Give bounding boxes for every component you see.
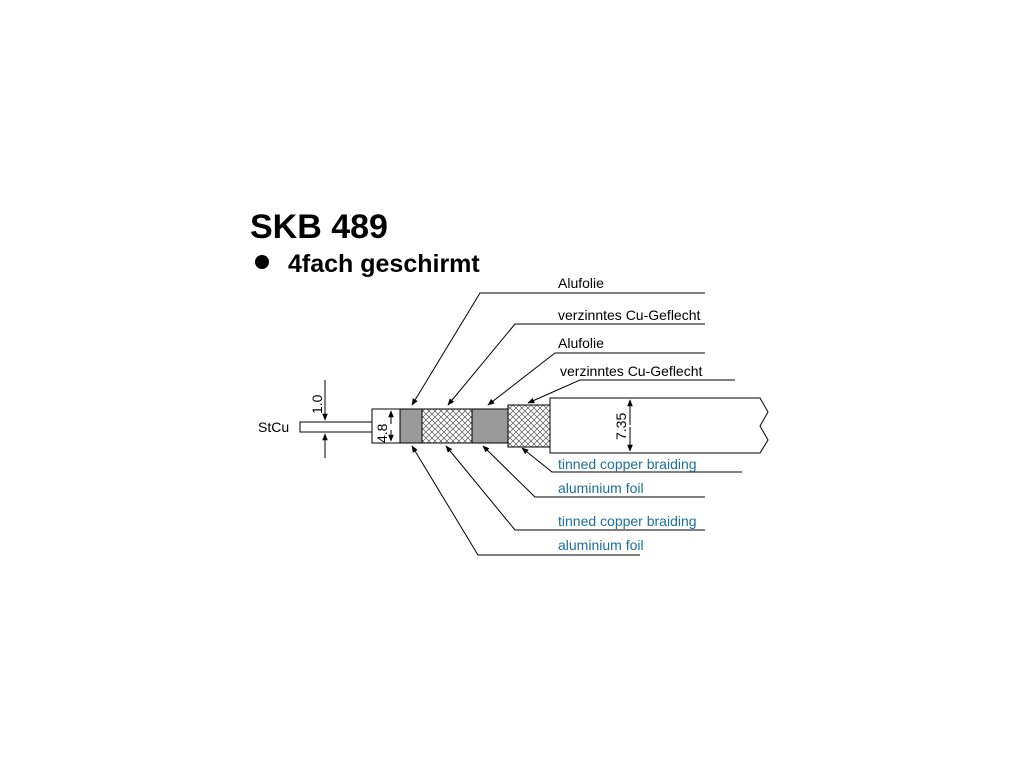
label-en-3: tinned copper braiding	[558, 513, 697, 529]
dim-conductor: 1.0	[309, 394, 325, 414]
conductor-wire	[299, 421, 373, 433]
label-en-2: aluminium foil	[558, 480, 644, 496]
layer-braid-2	[507, 404, 551, 448]
label-en-4: aluminium foil	[558, 537, 644, 553]
layer-braid-1	[421, 408, 473, 444]
outer-jacket	[549, 397, 769, 454]
label-de-4: verzinntes Cu-Geflecht	[560, 363, 703, 379]
label-en-1: tinned copper braiding	[558, 456, 697, 472]
bullet-icon	[255, 255, 269, 269]
title: SKB 489	[250, 208, 388, 246]
label-de-2: verzinntes Cu-Geflecht	[558, 307, 701, 323]
layer-foil-2	[471, 408, 509, 444]
dim-outer: 7.35	[613, 413, 629, 440]
label-de-1: Alufolie	[558, 275, 604, 291]
dim-insulation: 4.8	[374, 423, 390, 443]
layer-foil-1	[399, 408, 423, 444]
conductor-label: StCu	[258, 419, 289, 435]
label-de-3: Alufolie	[558, 335, 604, 351]
subtitle: 4fach geschirmt	[288, 250, 480, 278]
